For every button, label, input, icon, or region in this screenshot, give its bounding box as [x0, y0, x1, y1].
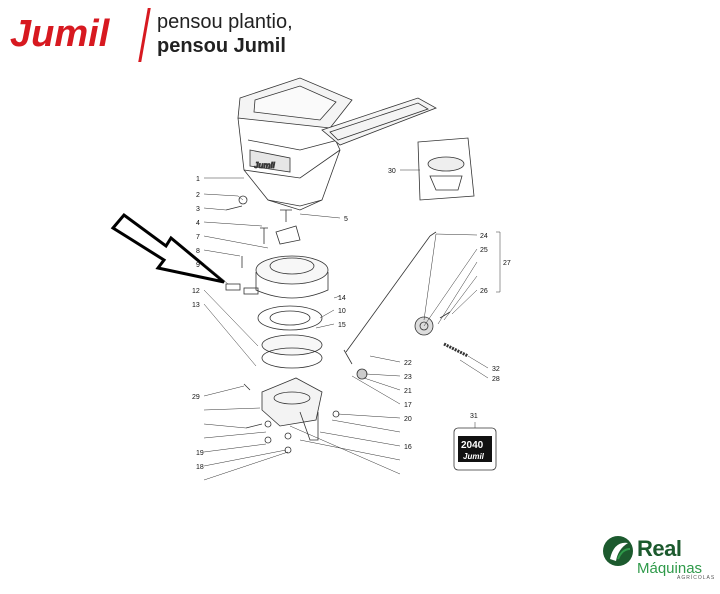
label-30: 30: [388, 168, 396, 175]
real-logo-swoosh: [617, 548, 631, 560]
ring-part-10-inner: [269, 310, 311, 326]
label-18: 18: [196, 464, 204, 471]
lid-drawing: [321, 97, 437, 146]
shaft: [345, 235, 431, 353]
maquinas-logo-word: Máquinas: [637, 560, 703, 577]
agricolas-logo-word: AGRÍCOLAS: [677, 575, 716, 581]
bolt-part-26: [439, 311, 451, 319]
label-4: 4: [196, 220, 200, 227]
gear-part-23: [356, 368, 368, 380]
leader-lines: [203, 169, 501, 481]
label-7: 7: [196, 234, 200, 241]
gear-hub: [419, 321, 429, 331]
label-25: 25: [480, 247, 488, 254]
base-hub: [273, 391, 311, 405]
label-29: 29: [192, 394, 200, 401]
model-badge: 2040 Jumil: [458, 436, 492, 462]
bolt-part-4b: [245, 423, 263, 429]
jumil-logo: Jumil: [10, 13, 111, 55]
label-3: 3: [196, 206, 200, 213]
label-12: 12: [192, 288, 200, 295]
label-2: 2: [196, 192, 200, 199]
bolt-part-5: [280, 209, 292, 222]
bolt-part-29: [243, 383, 251, 391]
washer-part-2: [238, 195, 248, 205]
disc-part: [261, 334, 323, 356]
label-1: 1: [196, 176, 200, 183]
shaft-tip: [429, 231, 437, 237]
label-22: 22: [404, 360, 412, 367]
label-28: 28: [492, 376, 500, 383]
label-16: 16: [404, 444, 412, 451]
detail-30-base: [429, 175, 463, 191]
ring-inner: [269, 257, 315, 275]
badge-model: 2040: [461, 440, 484, 451]
pointer-arrow: [110, 212, 225, 284]
badge-brand: Jumil: [463, 452, 485, 461]
label-27: 27: [503, 260, 511, 267]
label-21: 21: [404, 388, 412, 395]
label-24: 24: [480, 233, 488, 240]
label-5: 5: [344, 216, 348, 223]
clip-part: [225, 283, 241, 291]
real-logo-word: Real: [637, 536, 682, 561]
header: Jumil pensou plantio, pensou Jumil: [0, 0, 720, 70]
hopper-brand-mark: Jumil: [254, 161, 276, 170]
label-14: 14: [338, 295, 346, 302]
tagline: pensou plantio, pensou Jumil: [157, 10, 293, 58]
hopper-drawing: Jumil: [237, 77, 353, 211]
label-10: 10: [338, 308, 346, 315]
tagline-line2: pensou Jumil: [157, 35, 286, 57]
ring-side: [255, 272, 329, 299]
jumil-logo-text: Jumil: [10, 13, 111, 55]
label-20: 20: [404, 416, 412, 423]
detail-30-body: [427, 156, 465, 172]
tagline-line1: pensou plantio,: [157, 11, 293, 33]
bolt-part-4: [260, 227, 268, 244]
pin-part-22: [343, 349, 353, 365]
disc-part-lower: [261, 347, 323, 369]
label-8: 8: [196, 248, 200, 255]
real-logo-leaf-icon: [610, 542, 628, 561]
base-leg: [299, 411, 319, 441]
real-maquinas-logo: [603, 536, 633, 566]
part-labels: 1 2 3 4 5 7 8 9 10 12 13 14 15 17 16 18 …: [192, 168, 511, 471]
label-32: 32: [492, 366, 500, 373]
label-19: 19: [196, 450, 204, 457]
ring-part-9: [255, 255, 329, 285]
base-part: [261, 377, 323, 427]
bracket-part: [275, 225, 301, 245]
nut-left-2: [264, 436, 272, 444]
chain-part-32: [443, 342, 469, 358]
label-23: 23: [404, 374, 412, 381]
nut-left: [264, 420, 272, 428]
label-15: 15: [338, 322, 346, 329]
label-31: 31: [470, 413, 478, 420]
label-17: 17: [404, 402, 412, 409]
label-13: 13: [192, 302, 200, 309]
label-26: 26: [480, 288, 488, 295]
nut-right: [284, 432, 292, 440]
label-9: 9: [196, 262, 200, 269]
detail-box-30: [417, 137, 475, 201]
bolt-part-3: [225, 205, 243, 211]
ring-part-10: [257, 305, 323, 331]
